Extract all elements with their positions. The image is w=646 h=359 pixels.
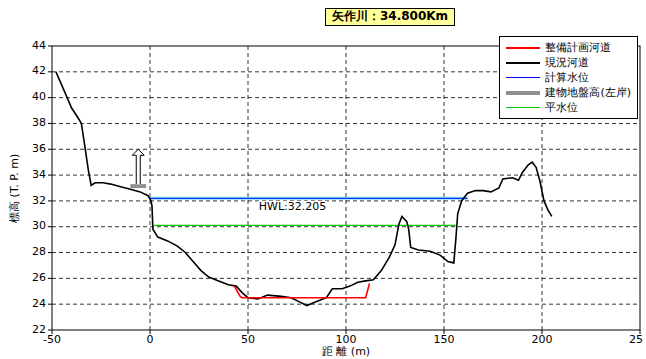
legend-row: 現況河道 — [506, 55, 631, 70]
y-tick-label: 26 — [32, 272, 46, 285]
legend-row: 整備計画河道 — [506, 40, 631, 55]
normal-water-level — [154, 225, 456, 226]
x-tick-label: 100 — [336, 334, 357, 347]
y-axis-title: 標高 (T. P. m) — [10, 153, 23, 222]
y-tick-label: 30 — [32, 220, 46, 233]
y-tick-label: 34 — [32, 169, 46, 182]
grid-line — [150, 46, 151, 330]
legend-text: 現況河道 — [545, 55, 589, 70]
x-tick-label: 200 — [532, 334, 553, 347]
legend-line-sample — [506, 62, 540, 64]
calc-water-level — [150, 198, 468, 199]
y-tick-label: 38 — [32, 117, 46, 130]
tick — [48, 200, 52, 201]
legend-line-sample — [506, 47, 540, 49]
tick — [48, 123, 52, 124]
x-tick-label: 0 — [147, 334, 154, 347]
grid-line — [248, 46, 249, 330]
grid-line — [52, 149, 640, 150]
tick — [48, 278, 52, 279]
tick — [48, 252, 52, 253]
current-channel — [56, 72, 552, 306]
tick — [48, 149, 52, 150]
plot-frame — [52, 46, 640, 330]
legend-box: 整備計画河道現況河道計算水位建物地盤高(左岸)平水位 — [499, 36, 638, 119]
y-tick-label: 44 — [32, 40, 46, 53]
tick — [48, 175, 52, 176]
x-tick-label: 150 — [434, 334, 455, 347]
tick — [48, 330, 52, 331]
building-ground — [130, 184, 146, 188]
tick — [48, 304, 52, 305]
legend-row: 平水位 — [506, 100, 631, 115]
tick — [48, 46, 52, 47]
grid-line — [444, 46, 445, 330]
y-tick-label: 28 — [32, 246, 46, 259]
y-tick-label: 24 — [32, 298, 46, 311]
tick — [48, 226, 52, 227]
x-tick-label: -50 — [43, 334, 61, 347]
tick — [48, 97, 52, 98]
chart-title: 矢作川：34.800Km — [325, 8, 455, 26]
water-band — [150, 197, 468, 200]
y-tick-label: 32 — [32, 195, 46, 208]
building-arrow — [132, 149, 144, 184]
tick — [48, 71, 52, 72]
legend-line-sample — [506, 107, 540, 108]
x-tick-label: 50 — [241, 334, 255, 347]
y-tick-label: 40 — [32, 91, 46, 104]
legend-text: 平水位 — [545, 100, 578, 115]
legend-row: 建物地盤高(左岸) — [506, 85, 631, 100]
hwl-label: HWL:32.205 — [258, 201, 327, 214]
legend-text: 建物地盤高(左岸) — [545, 85, 631, 100]
grid-line — [52, 304, 640, 305]
x-tick-label: 25 — [629, 334, 643, 347]
legend-text: 整備計画河道 — [545, 40, 611, 55]
legend-row: 計算水位 — [506, 70, 631, 85]
legend-line-sample — [506, 77, 540, 78]
legend-line-sample — [506, 91, 540, 95]
y-tick-label: 42 — [32, 65, 46, 78]
grid-line — [52, 226, 640, 227]
legend-text: 計算水位 — [545, 70, 589, 85]
x-axis-title: 距 離 (m) — [322, 346, 370, 359]
planned-channel — [234, 284, 369, 298]
y-tick-label: 36 — [32, 143, 46, 156]
